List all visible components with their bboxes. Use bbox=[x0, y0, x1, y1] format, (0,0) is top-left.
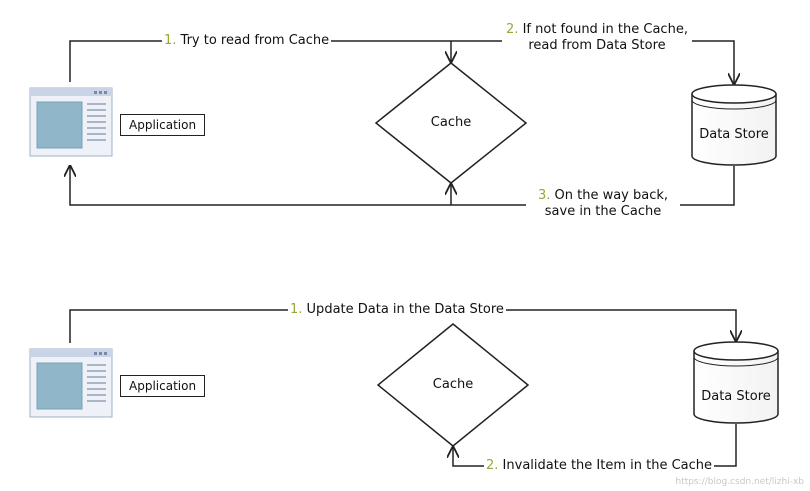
top-step1-text: Try to read from Cache bbox=[180, 33, 330, 48]
bottom-cache-label: Cache bbox=[432, 377, 474, 392]
bottom-step1-number: 1. bbox=[290, 302, 303, 317]
top-diagram bbox=[29, 40, 777, 206]
top-step3-label: 3. On the way back, save in the Cache bbox=[526, 188, 680, 220]
bottom-step1-label: 1. Update Data in the Data Store bbox=[288, 302, 506, 318]
bottom-step1-text: Update Data in the Data Store bbox=[306, 302, 504, 317]
top-step1-label: 1. Try to read from Cache bbox=[162, 33, 332, 49]
top-step2-line2: read from Data Store bbox=[528, 38, 666, 53]
top-application-label: Application bbox=[120, 114, 206, 136]
bottom-diagram bbox=[29, 309, 779, 467]
top-step1-number: 1. bbox=[164, 33, 177, 48]
bottom-step2-number: 2. bbox=[486, 458, 499, 473]
top-cache-label: Cache bbox=[430, 115, 472, 130]
top-step3-line2: save in the Cache bbox=[544, 204, 662, 219]
top-data-store-label: Data Store bbox=[699, 127, 769, 142]
watermark: https://blog.csdn.net/lizhi-xb bbox=[675, 477, 805, 487]
top-application-window-icon bbox=[29, 87, 113, 157]
top-step2-label: 2. If not found in the Cache, read from … bbox=[502, 22, 692, 54]
top-step2-line1: If not found in the Cache, bbox=[522, 22, 688, 37]
top-data-store-cylinder bbox=[691, 84, 777, 166]
top-flow-read-line bbox=[69, 40, 734, 84]
top-step2-number: 2. bbox=[506, 22, 519, 37]
bottom-application-label: Application bbox=[120, 375, 206, 397]
top-flow-return-line bbox=[70, 166, 735, 206]
bottom-data-store-cylinder bbox=[693, 341, 779, 424]
top-step3-number: 3. bbox=[537, 188, 551, 203]
bottom-step2-label: 2. Invalidate the Item in the Cache bbox=[484, 458, 715, 474]
top-step3-line1: On the way back, bbox=[554, 188, 669, 203]
bottom-step2-text: Invalidate the Item in the Cache bbox=[502, 458, 713, 473]
bottom-data-store-label: Data Store bbox=[701, 389, 771, 404]
bottom-application-window-icon bbox=[29, 348, 113, 418]
